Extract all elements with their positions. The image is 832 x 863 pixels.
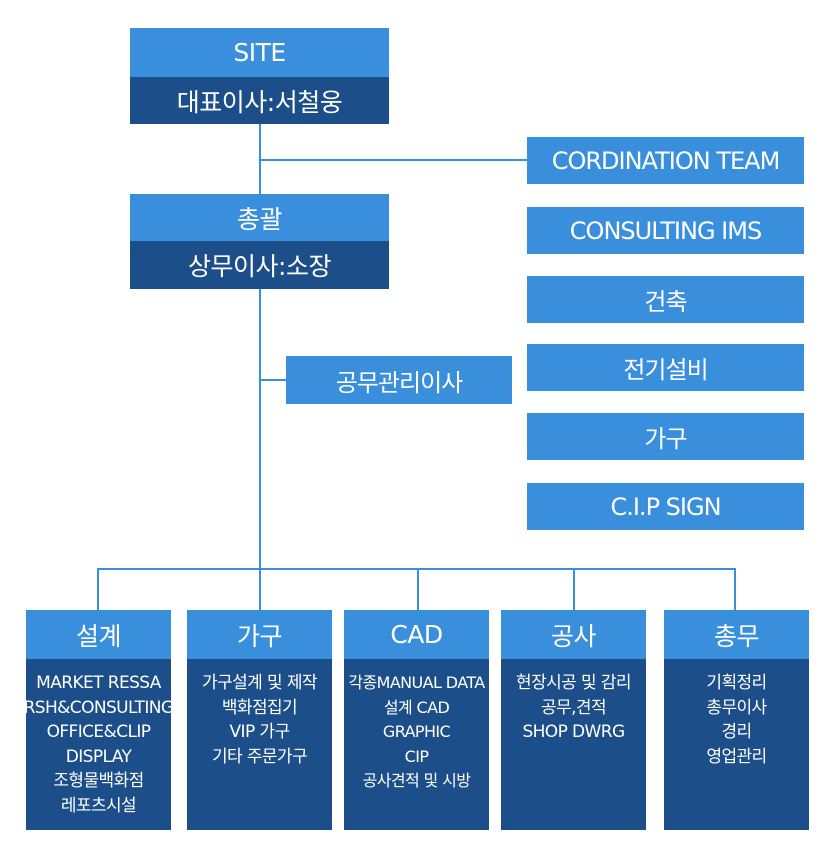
right-box-architecture: 건축 [527,276,804,323]
connector-drop-2 [259,568,261,610]
dept-title-cad: CAD [344,610,489,659]
general-box: 총괄 [130,194,389,241]
list-item: OFFICE&CLIP [46,722,151,742]
right-box-electrical: 전기설비 [527,344,804,391]
list-item: CIP [404,746,429,766]
list-item: 조형물백화점 [53,771,144,791]
list-item: 영업관리 [706,746,767,767]
connector-side [259,379,286,381]
managing-director-box: 상무이사:소장 [130,241,389,289]
list-item: MARKET RESSA [36,673,161,693]
connector-main-vertical [259,289,261,569]
connector-horizontal-bus [97,568,736,570]
list-item: 기타 주문가구 [211,746,308,767]
list-item: 공사견적 및 시방 [362,771,471,790]
right-box-cordination: CORDINATION TEAM [527,137,804,184]
connector-drop-5 [734,568,736,610]
connector-drop-4 [573,568,575,610]
dept-title-furniture: 가구 [187,610,332,659]
list-item: VIP 가구 [229,722,291,742]
dept-list-cad: 각종MANUAL DATA 설계 CAD GRAPHIC CIP 공사견적 및 … [344,659,489,830]
dept-title-construction: 공사 [501,610,646,659]
list-item: 현장시공 및 감리 [516,673,631,693]
list-item: 경리 [721,722,752,742]
list-item: DISPLAY [65,746,132,767]
right-box-furniture: 가구 [527,413,804,460]
ceo-box: 대표이사:서철웅 [130,77,389,124]
list-item: SHOP DWRG [522,722,625,742]
list-item: 기획정리 [706,673,767,693]
right-box-consulting: CONSULTING IMS [527,207,804,254]
dept-list-general-affairs: 기획정리 총무이사 경리 영업관리 [664,659,809,830]
list-item: 공무,견적 [541,697,607,718]
right-box-cip-sign: C.I.P SIGN [527,483,804,530]
dept-list-construction: 현장시공 및 감리 공무,견적 SHOP DWRG [501,659,646,830]
list-item: GRAPHIC [382,722,451,741]
list-item: 설계 CAD [383,697,450,717]
list-item: 각종MANUAL DATA [348,673,485,692]
connector-cordination [259,159,527,161]
list-item: RSH&CONSULTING [23,697,174,718]
dept-title-design: 설계 [26,610,171,659]
site-box: SITE [130,28,389,77]
connector-drop-1 [97,568,99,610]
list-item: 가구설계 및 제작 [202,673,317,693]
list-item: 백화점집기 [221,697,298,718]
dept-list-furniture: 가구설계 및 제작 백화점집기 VIP 가구 기타 주문가구 [187,659,332,830]
list-item: 레포츠시설 [60,795,137,816]
dept-title-general-affairs: 총무 [664,610,809,659]
admin-director-box: 공무관리이사 [286,356,512,404]
list-item: 총무이사 [706,697,767,718]
connector-drop-3 [417,568,419,610]
dept-list-design: MARKET RESSA RSH&CONSULTING OFFICE&CLIP … [23,659,174,830]
